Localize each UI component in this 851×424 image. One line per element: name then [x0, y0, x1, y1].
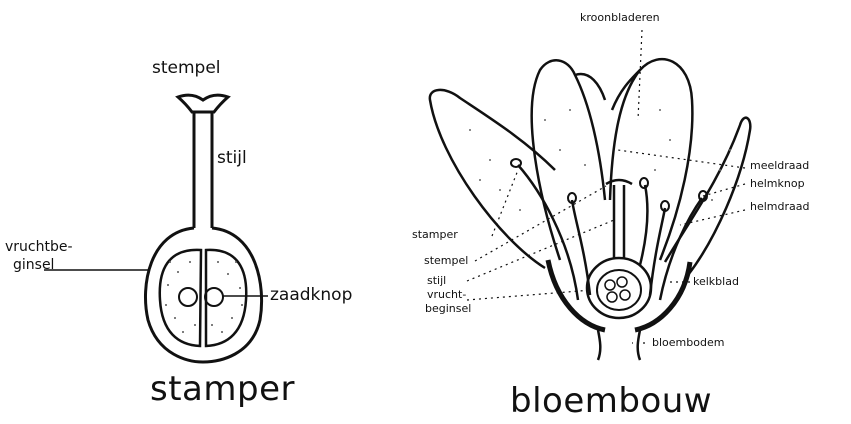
- flower-stamen-5: [640, 185, 647, 265]
- stamper-ovary-inner-right: [206, 250, 246, 346]
- label-vruchtbeginsel-line1-flower: vrucht-: [427, 289, 466, 300]
- stamper-ovule-left: [179, 288, 197, 306]
- label-helmdraad: helmdraad: [750, 201, 809, 212]
- stamper-drawing: [44, 95, 268, 362]
- flower-stamen-1: [518, 165, 578, 300]
- label-zaadknop: zaadknop: [270, 287, 352, 304]
- label-stempel-flower: stempel: [424, 255, 468, 266]
- flower-style: [614, 185, 624, 258]
- flower-ovary-inner: [597, 270, 641, 310]
- stamper-title: stamper: [150, 372, 295, 406]
- stamper-ovule-right: [205, 288, 223, 306]
- flower-petal-back-left: [532, 60, 605, 260]
- flower-receptacle: [598, 330, 640, 360]
- flower-drawing: [430, 30, 750, 360]
- label-stamper-flower: stamper: [412, 229, 458, 240]
- label-stijl-flower: stijl: [427, 275, 446, 286]
- flower-leaders: [467, 30, 745, 343]
- label-vruchtbeginsel-line1: vruchtbe-: [5, 240, 73, 254]
- flower-petal-left: [430, 90, 555, 268]
- stamper-stigma-shape: [178, 95, 228, 112]
- label-stempel: stempel: [152, 60, 221, 77]
- stamper-ovary-outer: [145, 228, 261, 362]
- flower-petal-notch: [575, 70, 640, 110]
- label-vruchtbeginsel-line2-flower: beginsel: [425, 303, 471, 314]
- label-vruchtbeginsel-line2: ginsel: [13, 258, 54, 272]
- label-bloembodem: bloembodem: [652, 337, 724, 348]
- label-kelkblad: kelkblad: [693, 276, 739, 287]
- stamper-ovary-inner-left: [160, 250, 201, 346]
- label-meeldraad: meeldraad: [750, 160, 809, 171]
- label-stijl: stijl: [217, 150, 247, 167]
- label-kroonbladeren: kroonbladeren: [580, 12, 660, 23]
- stamper-style-shape: [194, 112, 212, 228]
- bloembouw-title: bloembouw: [510, 384, 712, 418]
- label-helmknop: helmknop: [750, 178, 805, 189]
